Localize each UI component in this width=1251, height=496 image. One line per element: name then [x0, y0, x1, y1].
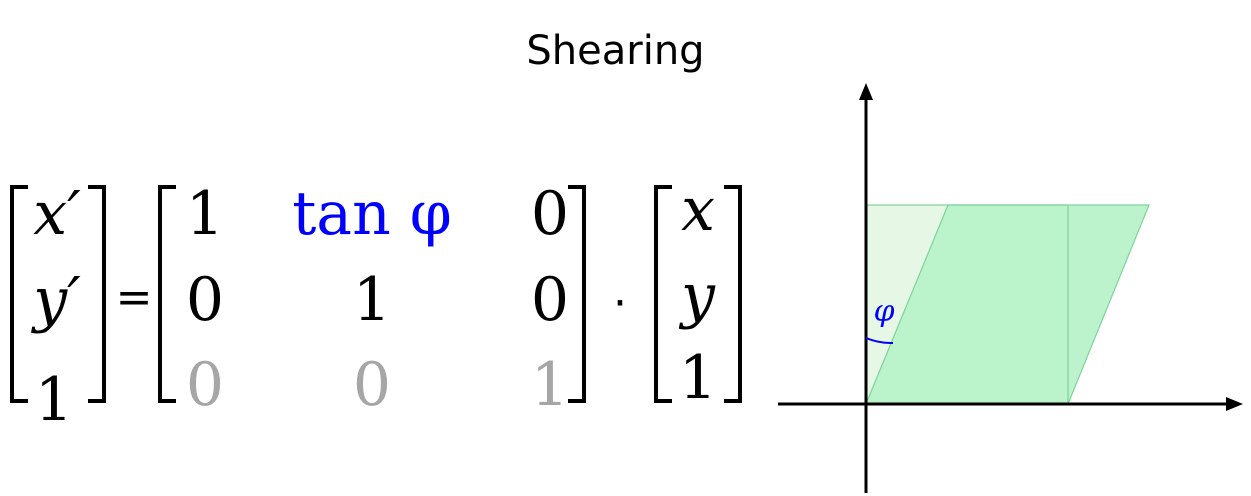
sheared-parallelogram — [865, 204, 1150, 405]
shear-equation: x′ y′ 1 = 1 tan φ 0 0 1 0 0 0 1 · x — [10, 175, 742, 435]
matrix-cell-3-1: 0 — [186, 350, 224, 420]
matrix-cell-1-1: 1 — [186, 179, 224, 249]
matrix-cell-3-3: 1 — [531, 350, 569, 420]
slide-title: Shearing — [0, 28, 1251, 74]
lhs-bracket-left — [10, 185, 28, 403]
matrix-cell-2-1: 0 — [186, 265, 224, 335]
lhs-bracket-right — [88, 185, 106, 403]
dot-operator: · — [613, 278, 627, 329]
equals-sign: = — [116, 272, 153, 323]
x-axis-arrow-icon — [1226, 397, 1243, 411]
y-axis-arrow-icon — [859, 83, 873, 100]
angle-arc-icon — [865, 337, 894, 345]
matrix-cell-1-3: 0 — [531, 179, 569, 249]
rhs-bracket-right — [724, 185, 742, 403]
matrix-cell-2-3: 0 — [531, 265, 569, 335]
matrix-cell-2-2: 1 — [353, 265, 391, 335]
angle-label: φ — [873, 294, 894, 329]
lhs-one: 1 — [35, 365, 73, 435]
matrix-bracket-right — [568, 185, 586, 403]
rhs-one: 1 — [679, 343, 717, 413]
rhs-bracket-left — [654, 185, 672, 403]
original-rectangle — [865, 204, 1069, 405]
matrix-bracket-left — [158, 185, 176, 403]
rhs-x: x — [681, 175, 715, 245]
lhs-x-prime: x′ — [33, 179, 81, 249]
lhs-y-prime: y′ — [30, 265, 81, 335]
matrix-cell-3-2: 0 — [353, 350, 391, 420]
rhs-y: y — [678, 261, 716, 331]
title-text: Shearing — [526, 28, 705, 74]
matrix-cell-1-2: tan φ — [292, 179, 452, 249]
